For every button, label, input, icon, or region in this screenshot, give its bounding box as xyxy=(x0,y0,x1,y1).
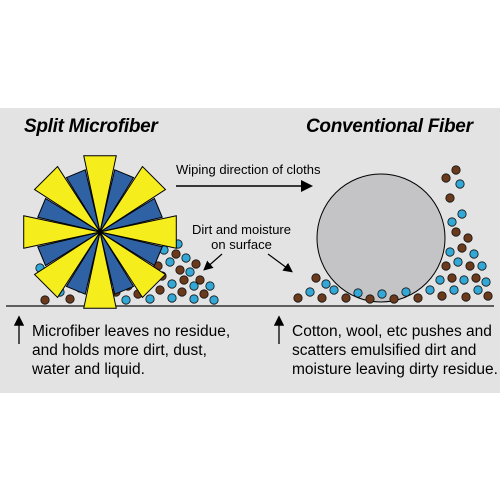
yellow-fiber-blade xyxy=(23,215,101,249)
brown-particle xyxy=(155,285,165,295)
split-microfiber-title: Split Microfiber xyxy=(24,116,158,137)
brown-particle xyxy=(179,275,189,285)
brown-particle xyxy=(311,273,321,283)
blue-particle xyxy=(435,275,445,285)
conventional-caption: Cotton, wool, etc pushes and scatters em… xyxy=(292,322,498,379)
right-particle-pile xyxy=(293,165,493,304)
dirt-arrow-left xyxy=(203,253,223,271)
blue-particle xyxy=(305,287,315,297)
blue-fiber-blade xyxy=(99,231,135,295)
blue-fiber-blade xyxy=(65,231,101,295)
brown-particle xyxy=(195,275,205,285)
blue-particle xyxy=(473,285,483,295)
blue-particle xyxy=(189,294,199,304)
blue-particle xyxy=(321,279,331,289)
caption-line: water and liquid. xyxy=(32,361,145,378)
blue-particle xyxy=(453,257,463,267)
brown-particle xyxy=(451,227,461,237)
conventional-fiber-title: Conventional Fiber xyxy=(306,116,473,137)
blue-particle xyxy=(449,285,459,295)
yellow-fiber-blade xyxy=(33,231,101,299)
brown-particle xyxy=(191,259,201,269)
blue-particle xyxy=(189,281,199,291)
brown-particle xyxy=(437,291,447,301)
yellow-fiber-blade xyxy=(83,155,117,233)
brown-particle xyxy=(463,233,473,243)
blue-particle xyxy=(455,179,465,189)
brown-particle xyxy=(171,249,181,259)
brown-particle xyxy=(461,292,471,302)
brown-particle xyxy=(445,193,455,203)
blue-particle xyxy=(481,277,491,287)
microfiber-wheel xyxy=(23,155,177,309)
brown-particle xyxy=(465,261,475,271)
yellow-fiber-blade xyxy=(99,231,167,299)
yellow-fiber-blade xyxy=(99,215,177,249)
blue-particle xyxy=(167,279,177,289)
brown-particle xyxy=(471,273,481,283)
blue-fiber-blade xyxy=(37,197,101,233)
blue-particle xyxy=(185,267,195,277)
caption-line: moisture leaving dirty residue. xyxy=(292,361,498,378)
conventional-fiber-circle xyxy=(316,173,446,303)
blue-particle xyxy=(209,295,219,305)
blue-particle xyxy=(353,288,363,298)
caption-line: Cotton, wool, etc pushes and xyxy=(292,323,492,340)
brown-particle xyxy=(441,173,451,183)
brown-particle xyxy=(293,293,303,303)
blue-fiber-blade xyxy=(37,231,101,267)
yellow-fiber-blade xyxy=(33,165,101,233)
wiping-direction-label: Wiping direction of cloths xyxy=(176,162,321,177)
blue-fiber-blade xyxy=(99,169,135,233)
brown-particle xyxy=(317,293,327,303)
brown-particle xyxy=(199,289,209,299)
blue-particle xyxy=(457,209,467,219)
dirt-label-line-2: on surface xyxy=(211,237,272,252)
brown-particle xyxy=(457,243,467,253)
dirt-label-line-1: Dirt and moisture xyxy=(192,222,291,237)
brown-particle xyxy=(40,295,50,305)
dirt-arrow-right xyxy=(267,253,293,273)
blue-fiber-blade xyxy=(99,197,163,233)
blue-particle xyxy=(401,287,411,297)
blue-particle xyxy=(447,217,457,227)
caption-line: scatters emulsified dirt and xyxy=(292,342,477,359)
brown-particle xyxy=(483,291,493,301)
brown-particle xyxy=(451,165,461,175)
brown-particle xyxy=(175,265,185,275)
blue-particle xyxy=(121,295,131,305)
blue-particle xyxy=(165,257,175,267)
microfiber-caption: Microfiber leaves no residue, and holds … xyxy=(32,322,230,379)
blue-particle xyxy=(445,247,455,257)
brown-particle xyxy=(365,294,375,304)
brown-particle xyxy=(447,273,457,283)
blue-particle xyxy=(469,249,479,259)
blue-fiber-blade xyxy=(99,231,163,267)
caption-line: and holds more dirt, dust, xyxy=(32,342,207,359)
brown-particle xyxy=(413,293,423,303)
blue-particle xyxy=(377,289,387,299)
brown-particle xyxy=(389,294,399,304)
blue-particle xyxy=(425,285,435,295)
brown-particle xyxy=(65,294,75,304)
blue-particle xyxy=(145,294,155,304)
blue-particle xyxy=(181,253,191,263)
yellow-fiber-blade xyxy=(99,165,167,233)
blue-fiber-blade xyxy=(65,169,101,233)
blue-particle xyxy=(477,261,487,271)
dirt-moisture-label: Dirt and moisture on surface xyxy=(192,222,291,252)
blue-particle xyxy=(459,275,469,285)
blue-particle xyxy=(205,281,215,291)
blue-particle xyxy=(167,293,177,303)
blue-particle xyxy=(329,285,339,295)
yellow-fiber-blade xyxy=(83,231,117,309)
brown-particle xyxy=(341,293,351,303)
brown-particle xyxy=(441,261,451,271)
caption-line: Microfiber leaves no residue, xyxy=(32,323,231,340)
brown-particle xyxy=(177,287,187,297)
